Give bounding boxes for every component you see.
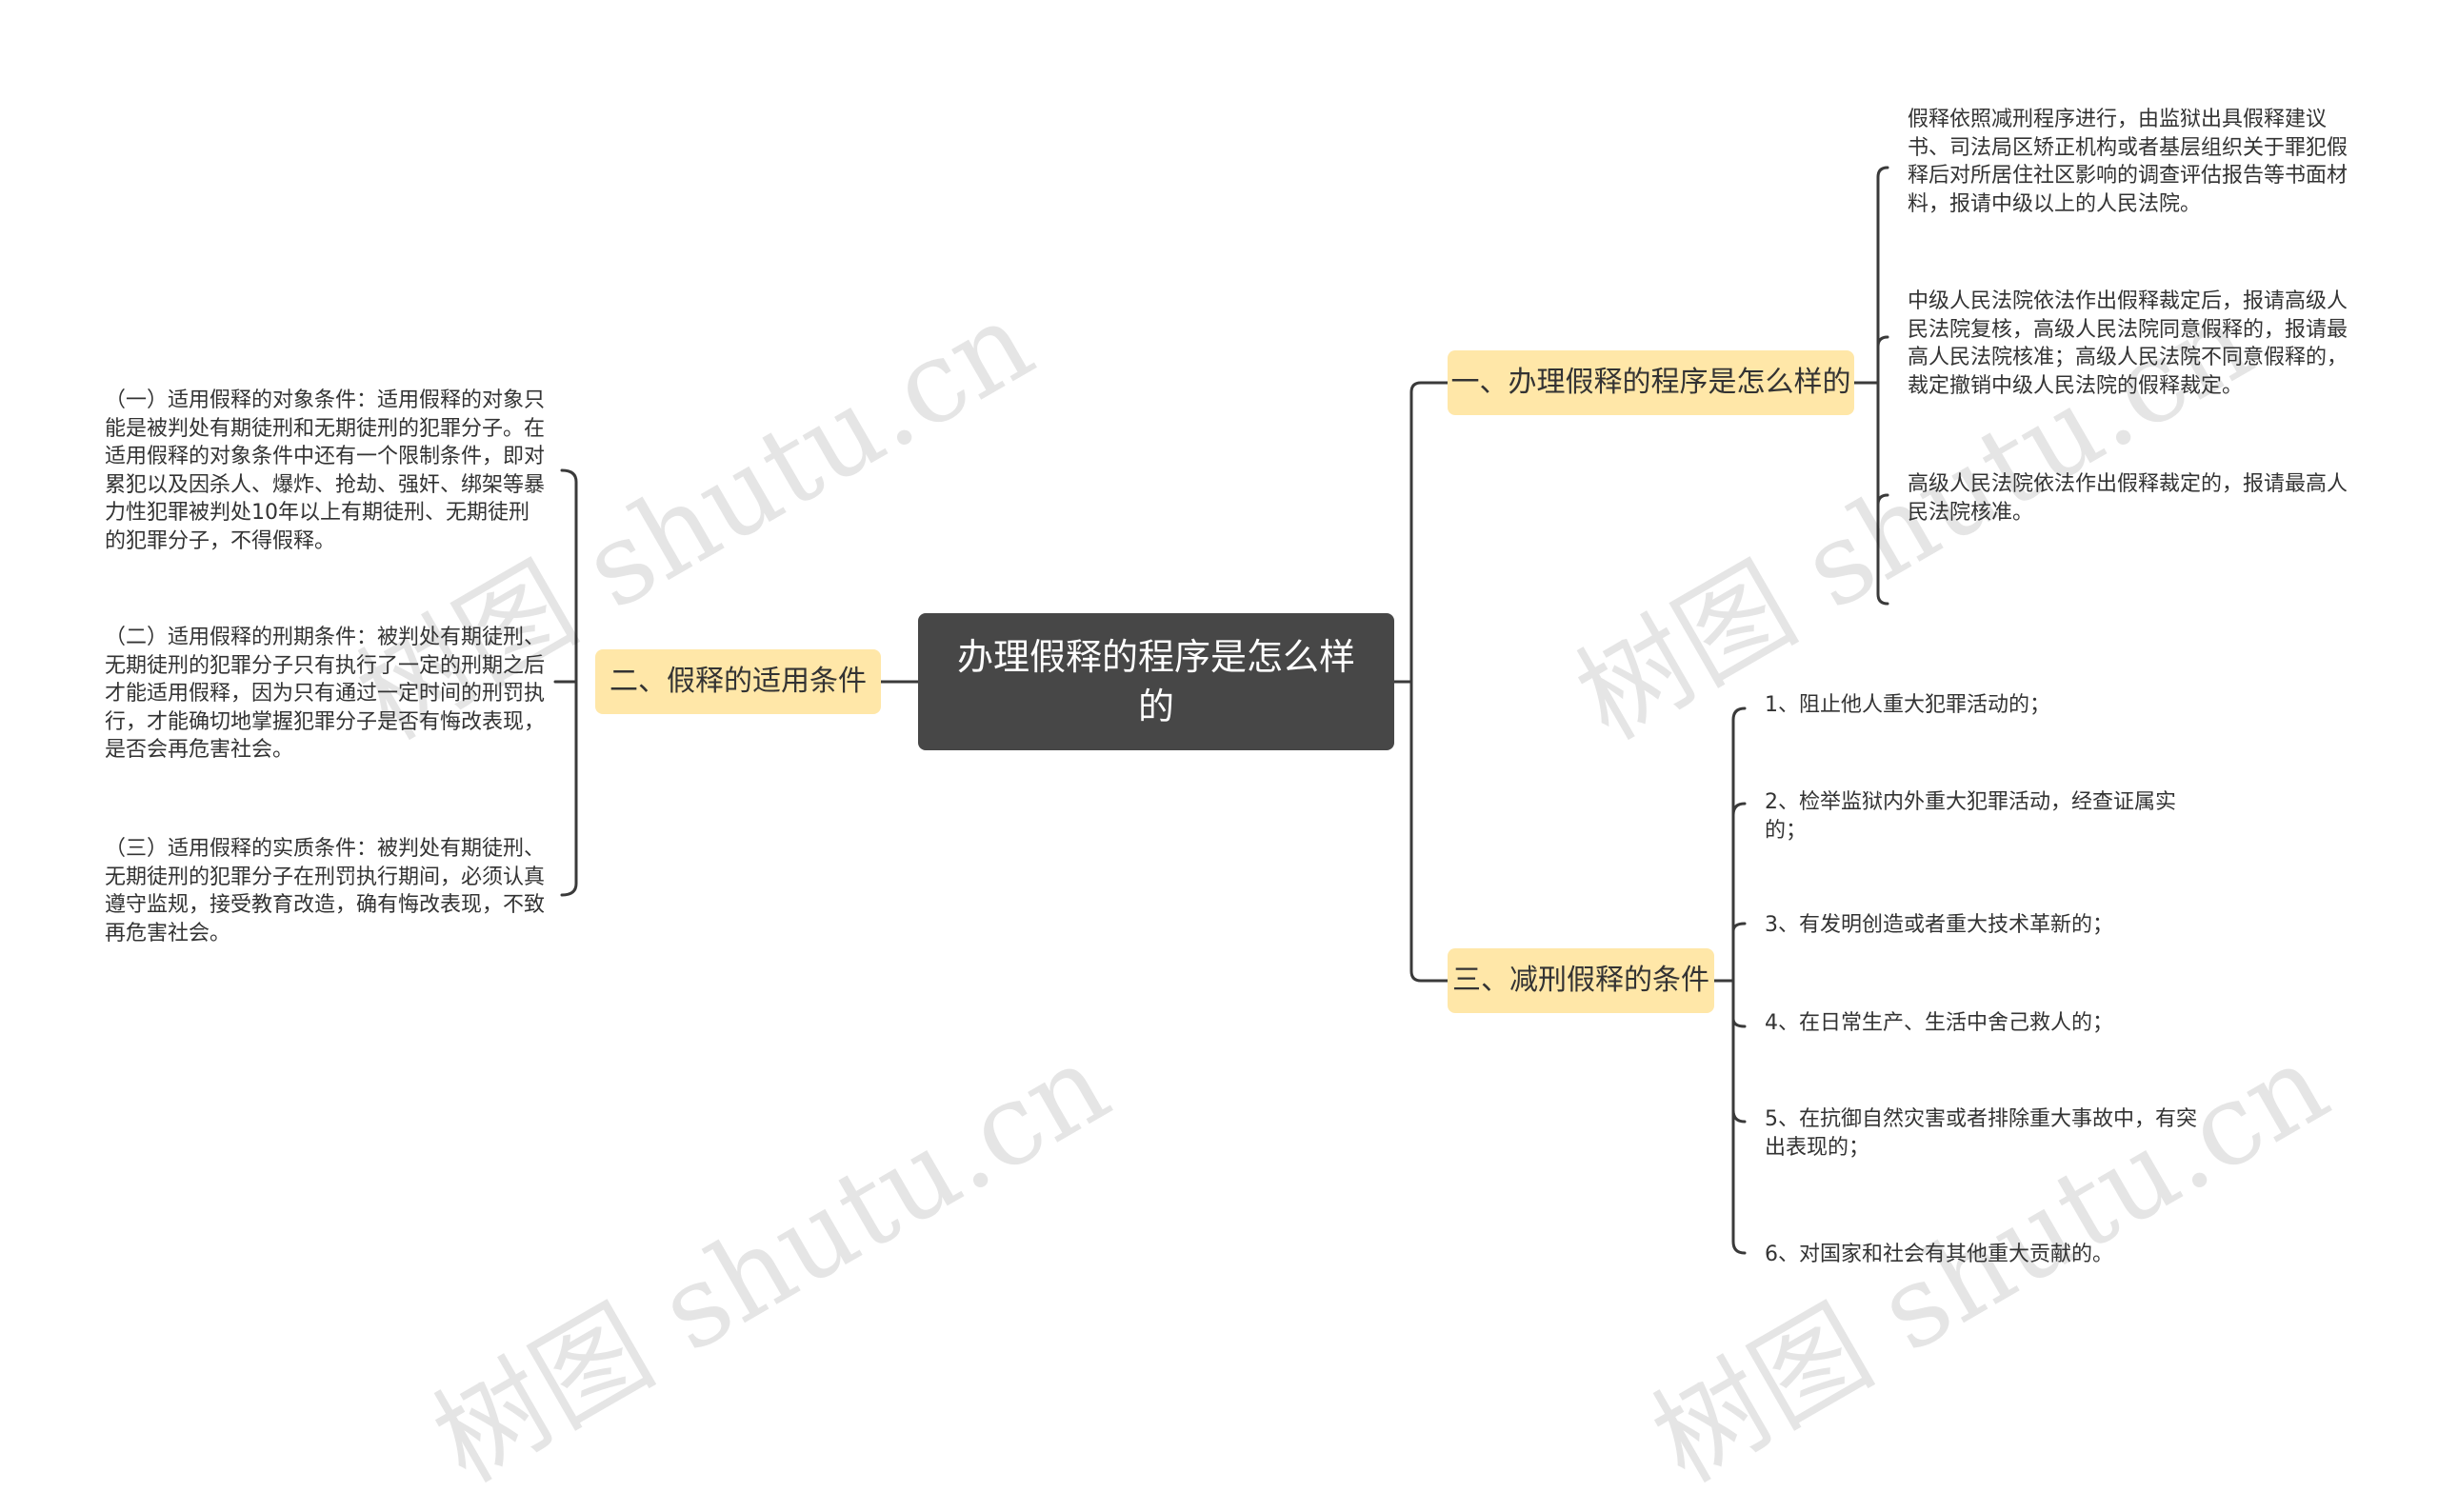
branch-conditions[interactable]: 二、假释的适用条件 — [595, 649, 881, 714]
root-topic[interactable]: 办理假释的程序是怎么样的 — [918, 613, 1394, 750]
branch-label: 一、办理假释的程序是怎么样的 — [1450, 366, 1851, 399]
connector-procedure — [1852, 166, 1889, 606]
branch-reduction[interactable]: 三、减刑假释的条件 — [1448, 948, 1714, 1013]
leaf-reduction-1[interactable]: 1、阻止他人重大犯罪活动的； — [1765, 693, 2050, 717]
branch-label: 二、假释的适用条件 — [610, 665, 867, 698]
leaf-reduction-4[interactable]: 4、在日常生产、生活中舍己救人的； — [1765, 1011, 2113, 1035]
leaf-reduction-3[interactable]: 3、有发明创造或者重大技术革新的； — [1765, 913, 2113, 937]
leaf-procedure-3[interactable]: 高级人民法院依法作出假释裁定的，报请最高人民法院核准。 — [1908, 472, 2348, 525]
root-topic-label: 办理假释的程序是怎么样的 — [956, 636, 1355, 727]
connector-lines — [553, 166, 1889, 1255]
branch-label: 三、减刑假释的条件 — [1452, 964, 1709, 997]
branch-procedure[interactable]: 一、办理假释的程序是怎么样的 — [1448, 350, 1854, 415]
leaf-procedure-1[interactable]: 假释依照减刑程序进行，由监狱出具假释建议书、司法局区矫正机构或者基层组织关于罪犯… — [1908, 108, 2348, 216]
leaf-conditions-3[interactable]: （三）适用假释的实质条件：被判处有期徒刑、无期徒刑的犯罪分子在刑罚执行期间，必须… — [105, 837, 546, 945]
connector-conditions — [553, 468, 578, 897]
leaf-conditions-1[interactable]: （一）适用假释的对象条件：适用假释的对象只能是被判处有期徒刑和无期徒刑的犯罪分子… — [105, 388, 546, 553]
leaf-conditions-2[interactable]: （二）适用假释的刑期条件：被判处有期徒刑、无期徒刑的犯罪分子只有执行了一定的刑期… — [105, 626, 546, 762]
leaf-reduction-5[interactable]: 5、在抗御自然灾害或者排除重大事故中，有突出表现的； — [1765, 1107, 2197, 1160]
connector-right-trunk — [1409, 381, 1449, 983]
connector-reduction — [1712, 706, 1747, 1255]
leaf-reduction-6[interactable]: 6、对国家和社会有其他重大贡献的。 — [1765, 1243, 2113, 1266]
leaf-reduction-2[interactable]: 2、检举监狱内外重大犯罪活动，经查证属实的； — [1765, 790, 2176, 843]
leaf-procedure-2[interactable]: 中级人民法院依法作出假释裁定后，报请高级人民法院复核，高级人民法院同意假释的，报… — [1908, 289, 2348, 398]
